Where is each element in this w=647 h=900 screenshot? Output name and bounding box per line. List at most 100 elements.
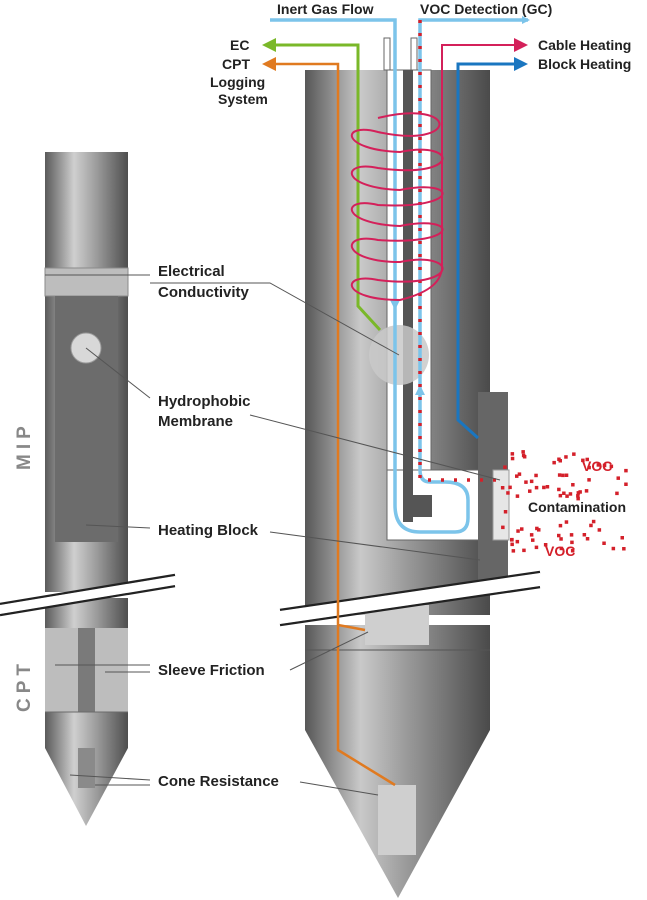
label-hydrophobic: Hydrophobic	[158, 393, 251, 410]
cpt-line	[272, 62, 396, 787]
contamination-dot	[557, 533, 561, 538]
inert-gas-line	[270, 16, 530, 534]
contamination-dot	[570, 540, 574, 545]
label-logging: Logging	[210, 74, 265, 90]
contamination-dot	[564, 520, 569, 524]
label-inert-gas-flow: Inert Gas Flow	[277, 1, 374, 17]
contamination-dot	[524, 480, 528, 484]
contamination-dot	[542, 485, 546, 490]
label-conductivity: Conductivity	[158, 284, 249, 301]
left-probe	[0, 152, 176, 826]
contamination-dots	[500, 450, 628, 553]
contamination-dot	[585, 537, 590, 541]
contamination-dot	[534, 545, 539, 550]
contamination-dot	[506, 491, 510, 495]
contamination-dot	[557, 473, 562, 477]
contamination-dot	[597, 528, 602, 532]
cable-heating-line	[350, 44, 515, 302]
contamination-dot	[511, 549, 516, 553]
contamination-dot	[615, 491, 619, 496]
contamination-dot	[503, 510, 508, 514]
contamination-dot	[587, 465, 591, 470]
contamination-dot	[585, 457, 589, 462]
contamination-dot	[501, 525, 505, 530]
contamination-dot	[557, 457, 561, 461]
contamination-dot	[558, 523, 563, 528]
contamination-dot	[510, 456, 515, 461]
contamination-dot	[503, 465, 507, 469]
contamination-dot	[616, 476, 620, 480]
ec-line	[272, 43, 382, 332]
label-cpt: CPT	[222, 56, 250, 72]
contamination-dot	[582, 533, 587, 537]
contamination-dot	[520, 527, 524, 531]
label-voc-detection: VOC Detection (GC)	[420, 1, 552, 17]
contamination-dot	[562, 491, 566, 495]
contamination-dot	[602, 541, 606, 545]
label-heating-block: Heating Block	[158, 522, 259, 539]
contamination-dot	[510, 538, 514, 542]
label-voc-top: VOC	[582, 458, 612, 474]
label-cpt-side: CPT	[14, 659, 35, 712]
contamination-dot	[534, 473, 538, 478]
contamination-dot	[543, 543, 548, 547]
label-cone-resistance: Cone Resistance	[158, 773, 279, 790]
label-contamination: Contamination	[528, 499, 626, 515]
contamination-dot	[510, 452, 515, 456]
contamination-dot	[571, 483, 575, 487]
contamination-dot	[576, 494, 580, 498]
contamination-dot	[576, 491, 581, 495]
contamination-dot	[521, 450, 525, 454]
contamination-dot	[534, 485, 539, 490]
contamination-dot	[558, 493, 563, 498]
contamination-dot	[624, 482, 628, 486]
membrane	[492, 469, 510, 541]
contamination-dot	[557, 487, 561, 492]
contamination-dot	[581, 458, 585, 463]
contamination-dot	[531, 538, 535, 542]
contamination-dot	[611, 546, 616, 551]
contamination-dot	[528, 489, 532, 493]
label-system: System	[218, 91, 268, 107]
label-ec: EC	[230, 37, 249, 53]
contamination-dot	[591, 519, 596, 524]
contamination-dot	[545, 485, 550, 489]
contamination-dot	[589, 523, 593, 528]
contamination-dot	[622, 547, 626, 551]
contamination-dot	[596, 463, 601, 467]
leader-lines	[45, 274, 501, 796]
contamination-dot	[537, 528, 541, 532]
contamination-dot	[559, 537, 563, 541]
contamination-dot	[522, 548, 526, 553]
contamination-dot	[529, 479, 534, 484]
label-voc-bottom: VOC	[545, 543, 575, 559]
contamination-dot	[602, 463, 607, 468]
contamination-dot	[529, 533, 534, 537]
contamination-dot	[624, 468, 628, 473]
contamination-dot	[570, 549, 575, 553]
contamination-dot	[559, 546, 564, 551]
block-heating-line	[456, 62, 515, 440]
contamination-dot	[572, 452, 576, 456]
label-cable-heating: Cable Heating	[538, 37, 631, 53]
contamination-dot	[552, 460, 556, 465]
contamination-dot	[564, 455, 568, 459]
left-ec-ring	[45, 268, 128, 296]
contamination-dot	[515, 494, 520, 498]
contamination-dot	[535, 526, 539, 531]
contamination-dot	[500, 486, 505, 490]
contamination-dot	[564, 473, 569, 477]
contamination-dot	[576, 496, 580, 501]
contamination-dot	[515, 474, 519, 478]
label-mip-side: MIP	[14, 421, 35, 470]
label-membrane: Membrane	[158, 413, 233, 430]
label-electrical: Electrical	[158, 263, 225, 280]
contamination-dot	[609, 464, 614, 469]
contamination-dot	[587, 478, 591, 482]
label-sleeve-friction: Sleeve Friction	[158, 662, 265, 679]
contamination-dot	[510, 542, 514, 547]
contamination-dot	[569, 533, 574, 537]
contamination-dot	[517, 472, 522, 476]
